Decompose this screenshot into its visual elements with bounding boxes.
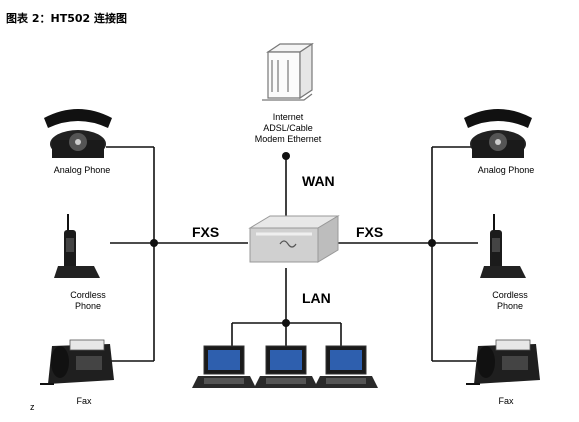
- fax-right-label: Fax: [498, 396, 514, 406]
- cordless-left-label-line-2: Phone: [75, 301, 101, 311]
- analog-phone-left-icon: [44, 109, 112, 158]
- modem-icon: [262, 42, 314, 101]
- cordless-phone-left-icon: [54, 214, 100, 278]
- laptop-3-icon: [314, 345, 378, 388]
- connection-lines: [106, 146, 478, 362]
- cordless-left-label-line-1: Cordless: [70, 290, 106, 300]
- modem-label-line-3: Modem Ethernet: [255, 134, 322, 144]
- modem-label-line-2: ADSL/Cable: [263, 123, 313, 133]
- cordless-right-label-line-1: Cordless: [492, 290, 528, 300]
- analog-phone-right-icon: [464, 109, 532, 158]
- analog-phone-right-label: Analog Phone: [478, 165, 535, 175]
- fax-left-label: Fax: [76, 396, 92, 406]
- laptop-1-icon: [192, 345, 256, 388]
- laptop-2-icon: [254, 345, 318, 388]
- fxs-left-label: FXS: [192, 224, 219, 240]
- modem-label-line-1: Internet: [273, 112, 304, 122]
- fax-right-icon: [466, 339, 540, 385]
- junction-dots: [150, 152, 436, 327]
- footnote-text: z: [30, 402, 35, 412]
- figure-title: 图表 2：HT502 连接图: [6, 11, 127, 25]
- fxs-right-label: FXS: [356, 224, 383, 240]
- cordless-phone-right-icon: [480, 214, 526, 278]
- analog-phone-left-label: Analog Phone: [54, 165, 111, 175]
- modem-label: Internet ADSL/Cable Modem Ethernet: [255, 112, 322, 144]
- wan-label: WAN: [302, 173, 335, 189]
- lan-label: LAN: [302, 290, 331, 306]
- ht502-device-icon: [248, 215, 340, 263]
- cordless-right-label-line-2: Phone: [497, 301, 523, 311]
- fax-left-icon: [40, 339, 114, 385]
